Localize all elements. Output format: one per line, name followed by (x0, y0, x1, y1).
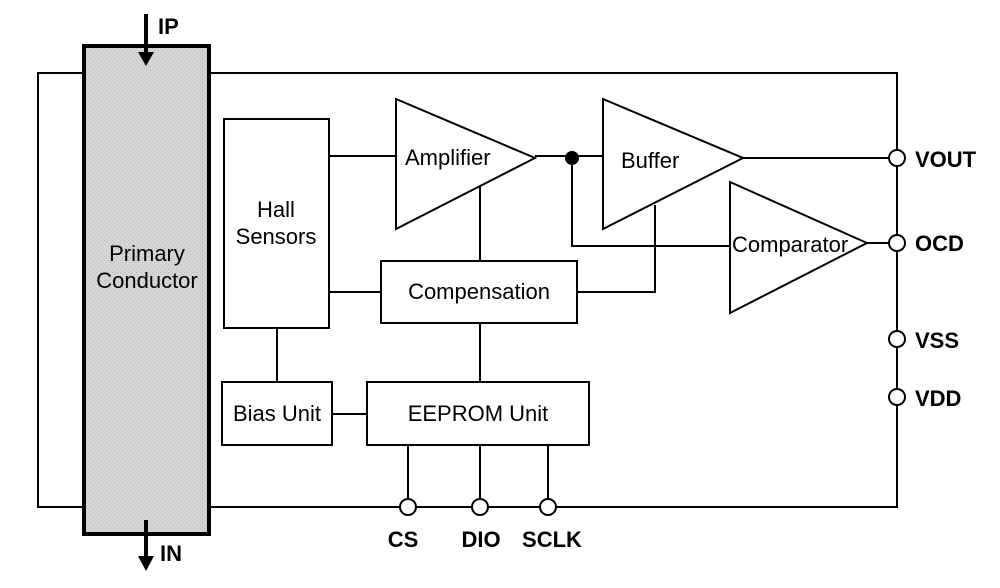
compensation-block (380, 260, 578, 324)
buffer-label: Buffer (621, 148, 679, 173)
bias-unit-label: Bias Unit (233, 401, 321, 426)
wire-node-comparator (571, 156, 730, 247)
vss-label: VSS (915, 328, 959, 353)
bias-unit-block (221, 381, 333, 446)
vout-pin (888, 149, 906, 167)
ip-label: IP (158, 14, 179, 39)
vss-pin (888, 330, 906, 348)
amplifier-label: Amplifier (405, 145, 491, 170)
hall-sensors-block (223, 118, 330, 329)
wire-compensation-buffer (577, 205, 656, 293)
hall-sensors-label-2: Sensors (236, 224, 317, 249)
ocd-pin (888, 234, 906, 252)
buffer-block (602, 97, 746, 231)
primary-conductor-label-1: Primary (109, 241, 185, 266)
eeprom-unit-label: EEPROM Unit (408, 401, 549, 426)
eeprom-unit-block (366, 381, 590, 446)
cs-label: CS (388, 527, 419, 552)
amplifier-block (395, 97, 538, 231)
comparator-label: Comparator (732, 232, 848, 257)
sclk-label: SCLK (522, 527, 582, 552)
primary-conductor-label-2: Conductor (96, 268, 198, 293)
ip-arrow-head (138, 52, 154, 66)
dio-pin (471, 498, 489, 516)
vout-label: VOUT (915, 147, 977, 172)
vdd-label: VDD (915, 386, 961, 411)
compensation-label: Compensation (408, 279, 550, 304)
in-label: IN (160, 541, 182, 566)
in-arrow-head (138, 556, 154, 571)
chip-outline-left (37, 72, 84, 508)
dio-label: DIO (461, 527, 500, 552)
comparator-block (729, 180, 870, 315)
sclk-pin (539, 498, 557, 516)
cs-pin (399, 498, 417, 516)
vdd-pin (888, 388, 906, 406)
junction-dot (565, 151, 579, 165)
ocd-label: OCD (915, 231, 964, 256)
hall-sensors-label-1: Hall (257, 197, 295, 222)
